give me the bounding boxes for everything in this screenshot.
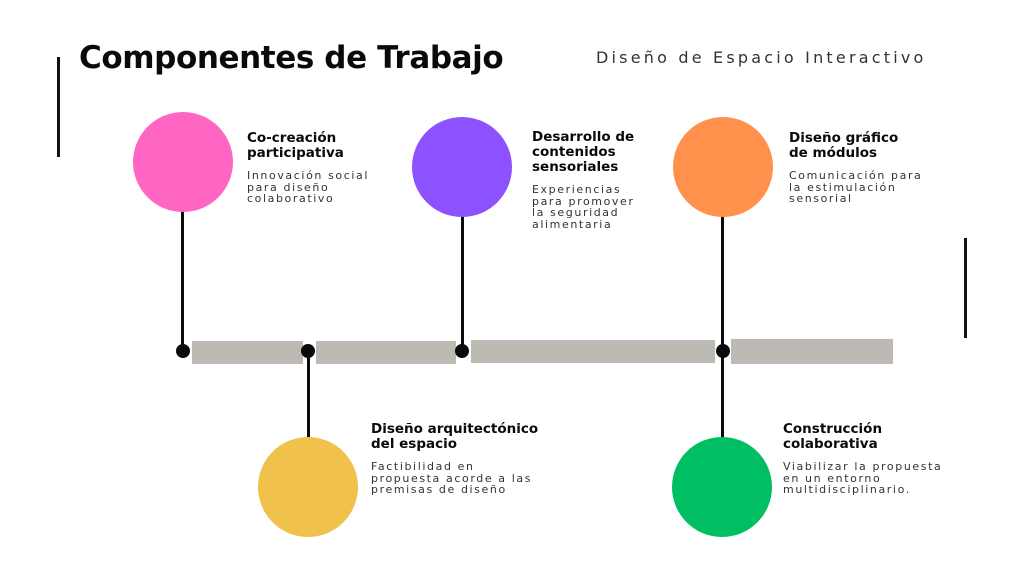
component-circle-3 (673, 117, 773, 217)
timeline-segment-4 (731, 339, 893, 364)
component-circle-4 (258, 437, 358, 537)
timeline-segment-1 (192, 341, 303, 364)
timeline-dot-2 (301, 344, 315, 358)
timeline-stem-5 (721, 352, 724, 440)
timeline-segment-3 (471, 340, 715, 363)
timeline-stem-4 (307, 352, 310, 440)
component-circle-5 (672, 437, 772, 537)
timeline-stem-1 (181, 210, 184, 352)
decorative-bar-left (57, 57, 60, 157)
timeline-dot-1 (176, 344, 190, 358)
page-title: Componentes de Trabajo (79, 40, 504, 76)
timeline-dot-4 (716, 344, 730, 358)
decorative-bar-right (964, 238, 967, 338)
timeline-stem-3 (721, 215, 724, 352)
timeline-stem-2 (461, 215, 464, 352)
timeline-dot-3 (455, 344, 469, 358)
page-subtitle: Diseño de Espacio Interactivo (596, 48, 927, 67)
component-circle-2 (412, 117, 512, 217)
component-circle-1 (133, 112, 233, 212)
timeline-segment-2 (316, 341, 456, 364)
